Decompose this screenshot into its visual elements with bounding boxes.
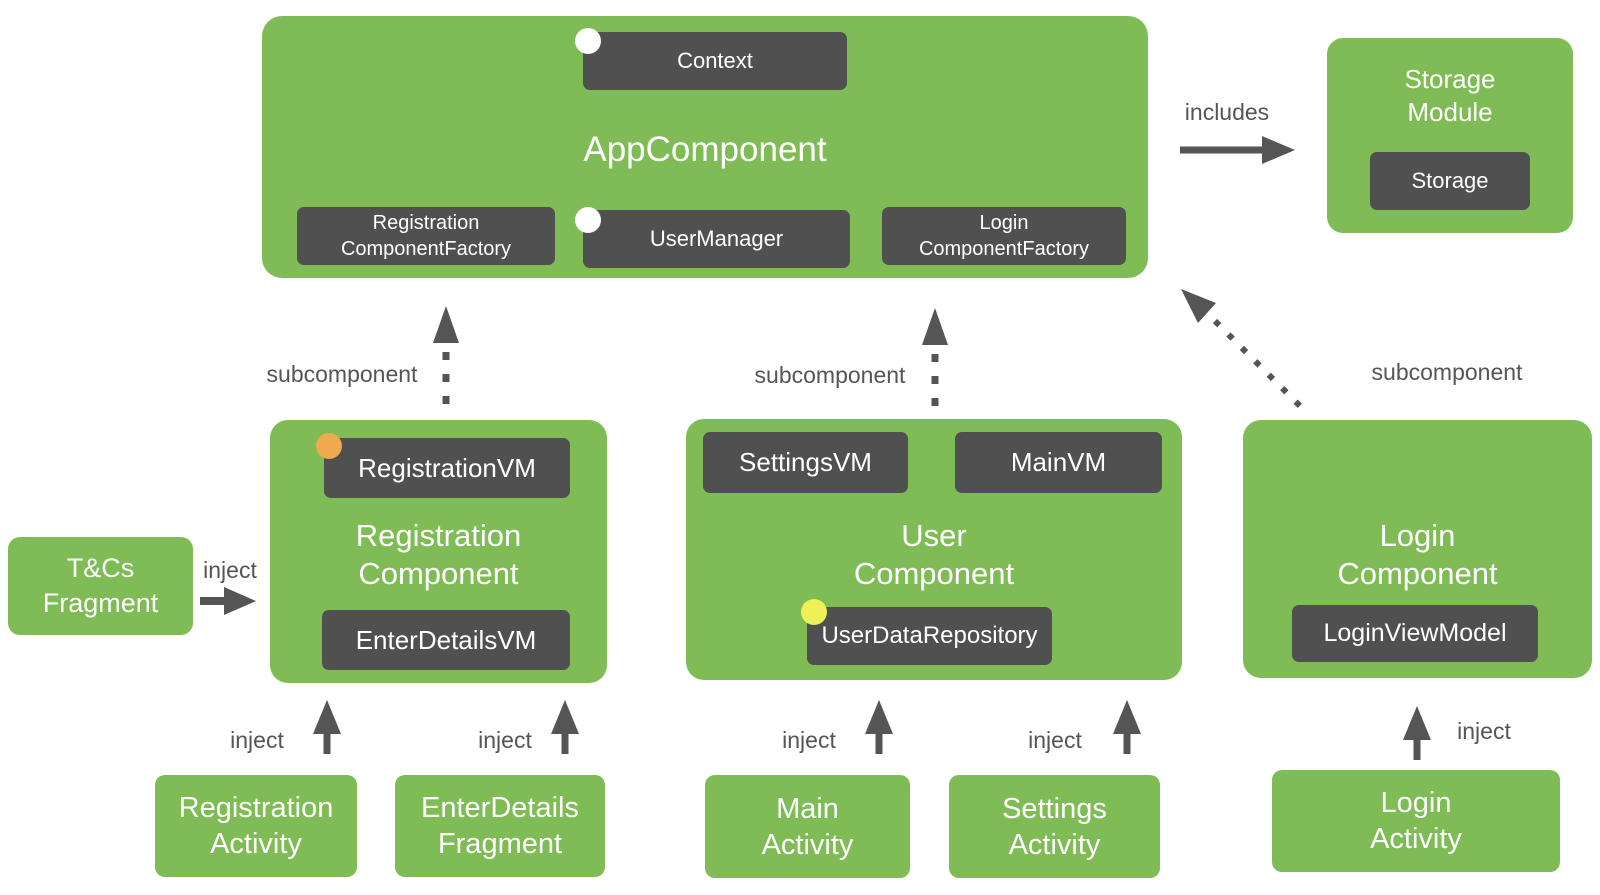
subcomponent-label-login: subcomponent (1371, 359, 1523, 385)
inject-label-enter-details-fragment: inject (478, 727, 532, 753)
main-activity-line2: Activity (761, 828, 854, 861)
tcs-fragment-line2: Fragment (42, 588, 159, 618)
registration-component-factory-label: Registration ComponentFactory (341, 210, 511, 263)
inject-arrow-enter-details-fragment (551, 700, 579, 754)
subcomponent-label-registration: subcomponent (266, 361, 418, 387)
login-component-title-line2: Component (1337, 556, 1498, 591)
tcs-fragment-line1: T&Cs (66, 553, 135, 583)
includes-arrow (1180, 136, 1295, 164)
includes-label: includes (1184, 99, 1270, 125)
registration-component-title-line1: Registration (355, 518, 522, 553)
inject-label-tcs: inject (203, 557, 257, 583)
settings-vm-chip: SettingsVM (703, 432, 908, 493)
user-manager-chip: UserManager (575, 207, 850, 268)
user-manager-chip-label: UserManager (649, 226, 784, 251)
main-activity-box: Main Activity (705, 775, 910, 878)
settings-activity-line1: Settings (1002, 792, 1107, 825)
subcomponent-arrow-registration (433, 306, 459, 404)
registration-factory-line2: ComponentFactory (340, 238, 512, 260)
subcomponent-label-user: subcomponent (754, 362, 906, 388)
user-component-title: User Component (686, 517, 1182, 593)
app-component-box: Context AppComponent Registration Compon… (262, 16, 1148, 278)
user-data-repository-chip-label: UserDataRepository (821, 622, 1038, 649)
user-data-repository-chip: UserDataRepository (801, 599, 1052, 665)
inject-arrow-registration-activity (313, 700, 341, 754)
registration-component-title-line2: Component (358, 556, 519, 591)
inject-arrow-login-activity (1403, 706, 1431, 760)
inject-arrow-tcs (200, 587, 256, 615)
login-component-factory-label: Login ComponentFactory (919, 210, 1089, 263)
enter-details-vm-chip: EnterDetailsVM (322, 610, 570, 670)
enter-details-fragment-line1: EnterDetails (421, 792, 579, 824)
enter-details-fragment-line2: Fragment (437, 828, 563, 860)
user-component-box: SettingsVM MainVM User Component UserDat… (686, 419, 1182, 680)
settings-activity-line2: Activity (1008, 828, 1101, 861)
context-scope-dot-icon (575, 28, 601, 54)
settings-vm-chip-label: SettingsVM (739, 447, 872, 477)
enter-details-fragment-box: EnterDetails Fragment (395, 775, 605, 877)
storage-module-title-line1: Storage (1404, 64, 1496, 94)
inject-arrow-settings-activity (1113, 700, 1141, 754)
main-vm-chip: MainVM (955, 432, 1162, 493)
registration-activity-box: Registration Activity (155, 775, 357, 877)
registration-component-factory-chip: Registration ComponentFactory (297, 207, 555, 265)
user-data-repository-scope-dot-icon (801, 599, 827, 625)
user-manager-scope-dot-icon (575, 207, 601, 233)
inject-label-registration-activity: inject (230, 727, 284, 753)
login-component-box: Login Component LoginViewModel (1243, 420, 1592, 678)
storage-module-box: Storage Module Storage (1327, 38, 1573, 233)
registration-vm-chip: RegistrationVM (316, 433, 570, 498)
inject-label-settings-activity: inject (1028, 727, 1082, 753)
subcomponent-arrow-login (1181, 289, 1303, 409)
main-activity-line1: Main (776, 792, 839, 825)
storage-module-title-line2: Module (1407, 97, 1493, 127)
login-activity-line1: Login (1380, 787, 1452, 819)
tcs-fragment-box: T&Cs Fragment (8, 537, 193, 635)
context-chip-label: Context (677, 48, 753, 73)
login-view-model-chip-label: LoginViewModel (1323, 619, 1507, 647)
registration-component-box: RegistrationVM Registration Component En… (270, 420, 607, 683)
registration-factory-line1: Registration (372, 211, 480, 234)
login-view-model-chip: LoginViewModel (1292, 605, 1538, 662)
registration-component-title: Registration Component (270, 517, 607, 593)
user-component-title-line2: Component (853, 556, 1015, 591)
registration-vm-scope-dot-icon (316, 433, 342, 459)
main-vm-chip-label: MainVM (1010, 447, 1107, 477)
user-component-title-line1: User (901, 518, 967, 553)
subcomponent-arrow-user (922, 308, 948, 406)
storage-chip-label: Storage (1411, 168, 1489, 193)
inject-label-main-activity: inject (782, 727, 836, 753)
login-factory-line2: ComponentFactory (918, 238, 1090, 260)
registration-activity-line2: Activity (210, 828, 302, 860)
login-activity-line2: Activity (1370, 823, 1462, 855)
enter-details-vm-chip-label: EnterDetailsVM (355, 624, 537, 655)
login-factory-line1: Login (979, 211, 1029, 234)
login-component-title: Login Component (1243, 517, 1592, 593)
inject-label-login-activity: inject (1457, 718, 1511, 744)
registration-activity-line1: Registration (178, 792, 334, 824)
login-component-factory-chip: Login ComponentFactory (882, 207, 1126, 265)
login-activity-box: Login Activity (1272, 770, 1560, 872)
inject-arrow-main-activity (865, 700, 893, 754)
context-chip: Context (575, 28, 847, 90)
login-component-title-line1: Login (1379, 518, 1456, 553)
settings-activity-box: Settings Activity (949, 775, 1160, 878)
registration-vm-chip-label: RegistrationVM (358, 452, 536, 483)
storage-chip: Storage (1370, 152, 1530, 210)
app-component-title: AppComponent (583, 130, 827, 169)
storage-module-title: Storage Module (1327, 63, 1573, 129)
